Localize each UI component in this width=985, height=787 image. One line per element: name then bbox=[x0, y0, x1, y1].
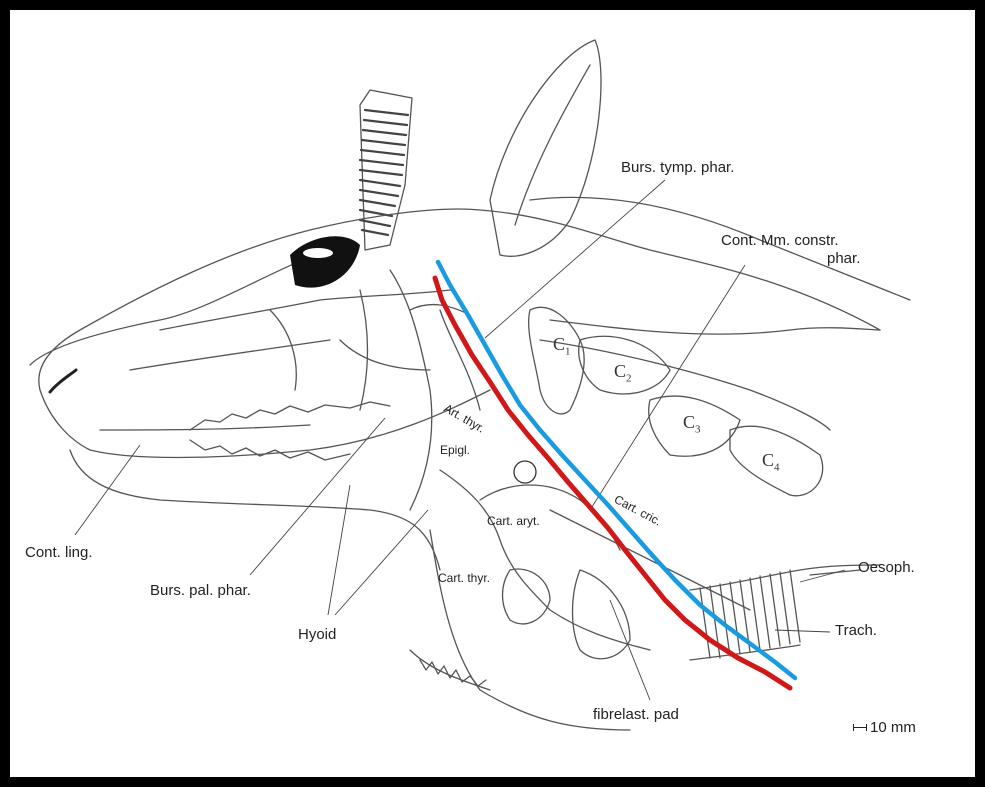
label-c3: C3 bbox=[683, 413, 701, 436]
leader-trach bbox=[775, 630, 830, 632]
epiglottis-circle bbox=[514, 461, 536, 483]
label-c2: C2 bbox=[614, 362, 632, 385]
muzzle bbox=[40, 390, 490, 458]
eye bbox=[290, 236, 360, 287]
leader-hyoid-2 bbox=[335, 510, 428, 615]
leader-oesoph bbox=[800, 570, 845, 582]
skull-drawing bbox=[10, 10, 975, 777]
diagram-canvas: Burs. tymp. phar. Cont. Mm. constr. phar… bbox=[10, 10, 975, 777]
leader-cont-ling bbox=[75, 445, 140, 535]
scale-bar-icon bbox=[853, 727, 867, 728]
label-trach: Trach. bbox=[835, 623, 877, 638]
label-cart-thyr: Cart. thyr. bbox=[438, 572, 490, 584]
leader-fibrelast-pad bbox=[610, 600, 650, 700]
leader-burs-pal-phar bbox=[250, 418, 385, 575]
label-cont-mm-constr-line1: Cont. Mm. constr. bbox=[721, 233, 839, 248]
lower-jaw bbox=[70, 450, 440, 570]
scale-bar-group: 10 mm bbox=[853, 720, 916, 735]
label-cont-ling: Cont. ling. bbox=[25, 545, 93, 560]
label-burs-pal-phar: Burs. pal. phar. bbox=[150, 583, 251, 598]
label-c1: C1 bbox=[553, 335, 571, 358]
label-hyoid: Hyoid bbox=[298, 627, 336, 642]
cart-thyr-shape bbox=[503, 569, 551, 624]
throat bbox=[430, 530, 630, 730]
nostril bbox=[50, 370, 76, 392]
label-fibrelast-pad: fibrelast. pad bbox=[593, 707, 679, 722]
label-epigl: Epigl. bbox=[440, 444, 470, 456]
scale-label: 10 mm bbox=[870, 720, 916, 735]
label-cont-mm-constr-line2: phar. bbox=[827, 251, 860, 266]
label-cart-aryt: Cart. aryt. bbox=[487, 515, 540, 527]
leader-cont-mm-constr bbox=[590, 265, 745, 510]
leader-hyoid-1 bbox=[328, 485, 350, 615]
label-c4: C4 bbox=[762, 451, 780, 474]
label-burs-tymp-phar: Burs. tymp. phar. bbox=[621, 160, 734, 175]
label-oesoph: Oesoph. bbox=[858, 560, 915, 575]
